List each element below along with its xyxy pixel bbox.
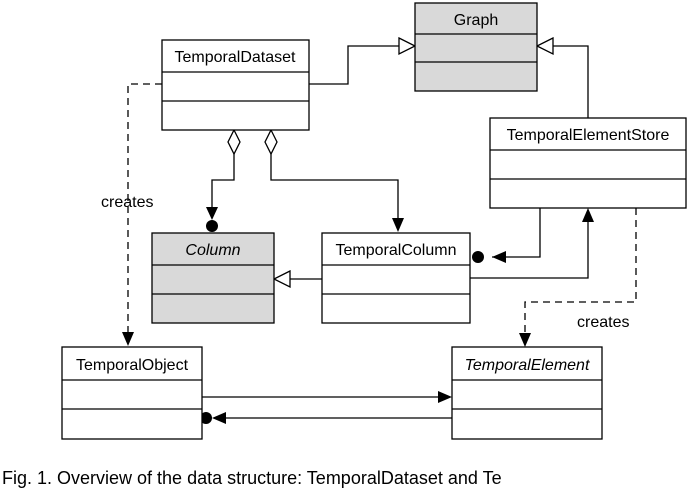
- generalization-temporal-dataset-to-graph: [309, 36, 417, 85]
- class-name-temporal-dataset: TemporalDataset: [175, 49, 297, 66]
- generalization-temporal-column-to-column: [272, 269, 322, 289]
- class-temporal-object[interactable]: TemporalObject: [61, 346, 203, 440]
- class-name-temporal-column: TemporalColumn: [336, 242, 457, 259]
- creates-label-right: creates: [577, 314, 629, 331]
- association-object-to-element: [202, 391, 452, 403]
- class-temporal-element[interactable]: TemporalElement: [451, 346, 603, 440]
- association-store-to-temporal-column: [472, 208, 541, 263]
- class-temporal-column[interactable]: TemporalColumn: [321, 232, 471, 324]
- class-column[interactable]: Column: [151, 232, 275, 324]
- class-name-temporal-object: TemporalObject: [76, 357, 189, 374]
- class-temporal-element-store[interactable]: TemporalElementStore: [489, 117, 687, 209]
- aggregation-dataset-to-column: [206, 128, 241, 232]
- class-temporal-dataset[interactable]: TemporalDataset: [161, 39, 310, 131]
- creates-label-left: creates: [101, 194, 153, 211]
- generalization-element-store-to-graph: [535, 36, 589, 118]
- class-name-temporal-element: TemporalElement: [465, 357, 590, 374]
- aggregation-dataset-to-temporal-column: [264, 128, 404, 232]
- figure-caption: Fig. 1. Overview of the data structure: …: [2, 468, 502, 488]
- dependency-store-creates-element: [519, 208, 637, 347]
- class-name-temporal-element-store: TemporalElementStore: [507, 127, 670, 144]
- class-graph[interactable]: Graph: [414, 2, 538, 92]
- class-name-column: Column: [185, 242, 240, 259]
- association-temporal-column-to-store: [470, 208, 594, 279]
- class-name-graph: Graph: [454, 12, 498, 29]
- association-element-to-object: [200, 412, 452, 424]
- dependency-dataset-creates-object: [122, 83, 162, 346]
